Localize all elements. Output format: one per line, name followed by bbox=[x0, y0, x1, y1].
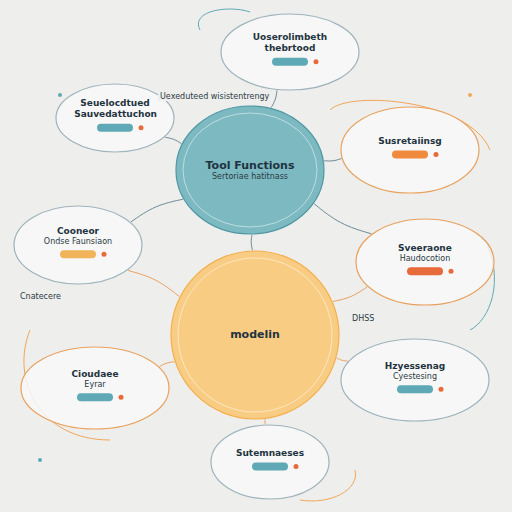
node-heading: Sutemnaeses bbox=[229, 448, 311, 459]
shape-fill bbox=[356, 219, 494, 305]
topic-bubble: CooneorOndse Faunsiaon bbox=[13, 205, 143, 285]
node-subtext: Cyestesing bbox=[364, 372, 466, 382]
text-group: Seuelocdtued Sauvedattuchon bbox=[74, 98, 156, 120]
node-subtext: Eyrar bbox=[44, 380, 146, 390]
connector-line bbox=[131, 199, 183, 222]
connector-line bbox=[271, 90, 277, 107]
node-subtext: Sertoriae hatitnass bbox=[199, 172, 301, 182]
topic-bubble: SveeraoneHaudocotion bbox=[355, 218, 495, 306]
pill-icon bbox=[407, 267, 443, 275]
connector-line bbox=[314, 204, 371, 234]
text-group: Uoserolimbeth thebrtood bbox=[242, 32, 337, 54]
dot-icon bbox=[314, 59, 319, 64]
node-heading: Hzyessenag bbox=[364, 361, 466, 372]
note-label: Uexeduteed wisistentrengy bbox=[158, 92, 271, 101]
shape-fill bbox=[221, 14, 359, 90]
decor-dot bbox=[468, 93, 472, 97]
shape-fill bbox=[21, 347, 169, 429]
shape-fill bbox=[176, 106, 324, 234]
decor-dot bbox=[38, 458, 42, 462]
pill-icon bbox=[272, 58, 308, 66]
note-label: Cnatecere bbox=[18, 292, 63, 301]
node-heading: Seuelocdtued Sauvedattuchon bbox=[74, 98, 156, 120]
topic-bubble: Seuelocdtued Sauvedattuchon bbox=[55, 83, 175, 153]
text-group: SveeraoneHaudocotion bbox=[377, 243, 472, 263]
dot-icon bbox=[139, 125, 144, 130]
pill-icon bbox=[97, 124, 133, 132]
node-heading: Tool Functions bbox=[199, 159, 301, 172]
connector-line bbox=[324, 159, 341, 161]
topic-bubble: CioudaeeEyrar bbox=[20, 346, 170, 430]
text-group: modelin bbox=[197, 328, 313, 341]
note-label: DHSS bbox=[350, 314, 376, 323]
pill-icon bbox=[60, 250, 96, 258]
inner-ring bbox=[178, 258, 332, 412]
bubble-outline bbox=[340, 106, 480, 194]
dot-icon bbox=[102, 252, 107, 257]
text-group: HzyessenagCyestesing bbox=[364, 361, 466, 381]
connector-line bbox=[128, 270, 179, 296]
hub-circle: Tool FunctionsSertoriae hatitnass bbox=[175, 105, 325, 235]
topic-bubble: Uoserolimbeth thebrtood bbox=[220, 13, 360, 91]
text-group: Sutemnaeses bbox=[229, 448, 311, 459]
node-heading: Susretaiinsg bbox=[362, 136, 457, 147]
shape-fill bbox=[341, 107, 479, 193]
node-heading: modelin bbox=[197, 328, 313, 341]
pill-icon bbox=[77, 393, 113, 401]
dot-icon bbox=[294, 464, 299, 469]
connector-line bbox=[251, 235, 252, 250]
connector-line bbox=[333, 287, 367, 302]
shape-fill bbox=[14, 206, 142, 284]
node-subtext: Haudocotion bbox=[377, 254, 472, 264]
shape-fill bbox=[211, 425, 329, 499]
topic-bubble: HzyessenagCyestesing bbox=[340, 338, 490, 422]
text-group: CooneorOndse Faunsiaon bbox=[34, 226, 122, 246]
shape-fill bbox=[341, 339, 489, 421]
node-subtext: Ondse Faunsiaon bbox=[34, 237, 122, 247]
topic-bubble: Susretaiinsg bbox=[340, 106, 480, 194]
dot-icon bbox=[119, 395, 124, 400]
node-heading: Cioudaee bbox=[44, 369, 146, 380]
node-heading: Uoserolimbeth thebrtood bbox=[242, 32, 337, 54]
connector-line bbox=[160, 362, 175, 367]
dot-icon bbox=[434, 152, 439, 157]
text-group: Tool FunctionsSertoriae hatitnass bbox=[199, 159, 301, 182]
connector-line bbox=[337, 358, 348, 361]
text-group: Susretaiinsg bbox=[362, 136, 457, 147]
shape-fill bbox=[171, 251, 339, 419]
node-heading: Sveeraone bbox=[377, 243, 472, 254]
pill-icon bbox=[397, 385, 433, 393]
bubble-outline bbox=[210, 424, 330, 500]
hub-circle: modelin bbox=[170, 250, 340, 420]
connector-line bbox=[264, 419, 266, 424]
topic-bubble: Sutemnaeses bbox=[210, 424, 330, 500]
decor-dot bbox=[58, 93, 62, 97]
inner-ring bbox=[183, 113, 317, 227]
dot-icon bbox=[439, 387, 444, 392]
text-group: CioudaeeEyrar bbox=[44, 369, 146, 389]
node-heading: Cooneor bbox=[34, 226, 122, 237]
pill-icon bbox=[252, 462, 288, 470]
connector-line bbox=[165, 137, 181, 143]
dot-icon bbox=[449, 269, 454, 274]
shape-fill bbox=[56, 84, 174, 152]
pill-icon bbox=[392, 150, 428, 158]
